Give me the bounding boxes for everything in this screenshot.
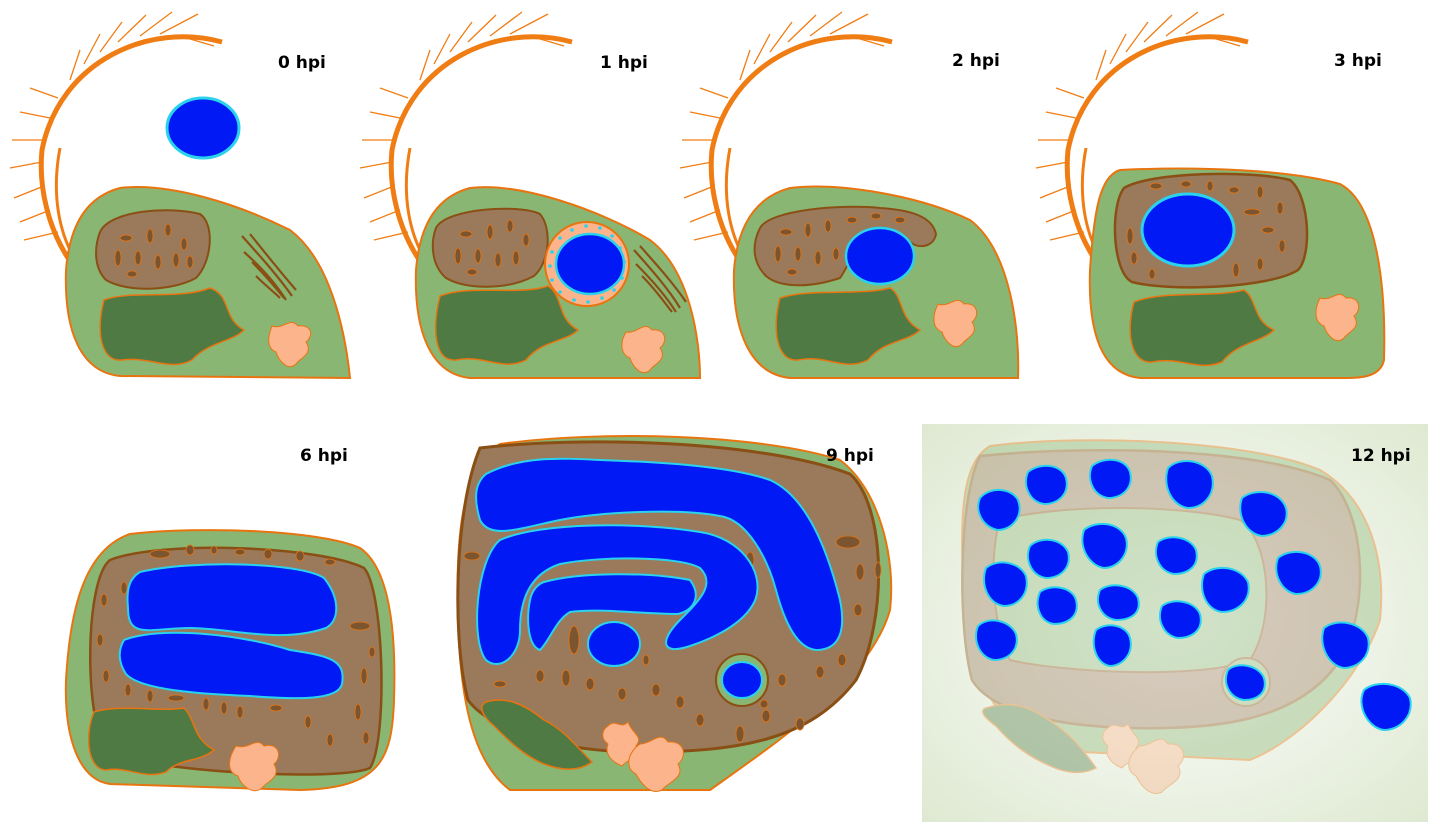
panel-3hpi: 3 hpi	[1036, 12, 1384, 378]
spore-icon	[1028, 540, 1069, 578]
spore-icon	[1166, 461, 1213, 508]
spore-icon	[556, 234, 624, 294]
meront-icon	[128, 564, 337, 635]
spore-icon	[1038, 587, 1077, 624]
panel-0hpi: 0 hpi	[10, 12, 350, 378]
panel-6hpi: 6 hpi	[66, 446, 395, 791]
spore-icon	[984, 562, 1027, 606]
panel-label: 12 hpi	[1351, 446, 1411, 466]
meront-icon	[588, 622, 640, 666]
spore-icon	[1276, 552, 1321, 594]
panel-1hpi: 1 hpi	[360, 12, 700, 378]
organelle	[96, 210, 210, 289]
spore-icon	[976, 620, 1017, 660]
spore-icon	[1090, 460, 1131, 498]
panel-9hpi: 9 hpi	[458, 436, 892, 791]
panel-label: 0 hpi	[278, 53, 326, 73]
panel-label: 2 hpi	[952, 51, 1000, 71]
spore-icon	[1094, 625, 1131, 666]
spore-icon	[1156, 537, 1197, 574]
spore-icon	[846, 228, 914, 284]
spore-icon	[1160, 601, 1201, 638]
spore-icon	[1142, 194, 1234, 266]
spore-icon	[1202, 568, 1249, 612]
panel-label: 9 hpi	[826, 446, 874, 466]
spore-icon	[978, 490, 1019, 530]
spore-icon	[1226, 665, 1265, 700]
panel-label: 3 hpi	[1334, 51, 1382, 71]
panel-label: 6 hpi	[300, 446, 348, 466]
panel-2hpi: 2 hpi	[680, 12, 1018, 378]
panel-label: 1 hpi	[600, 53, 648, 73]
spore-icon	[1098, 585, 1139, 620]
organelle	[433, 209, 548, 287]
spore-icon	[167, 98, 239, 158]
spore-icon	[722, 662, 762, 698]
panel-12hpi: 12 hpi	[922, 424, 1428, 822]
spore-icon	[1026, 466, 1067, 504]
